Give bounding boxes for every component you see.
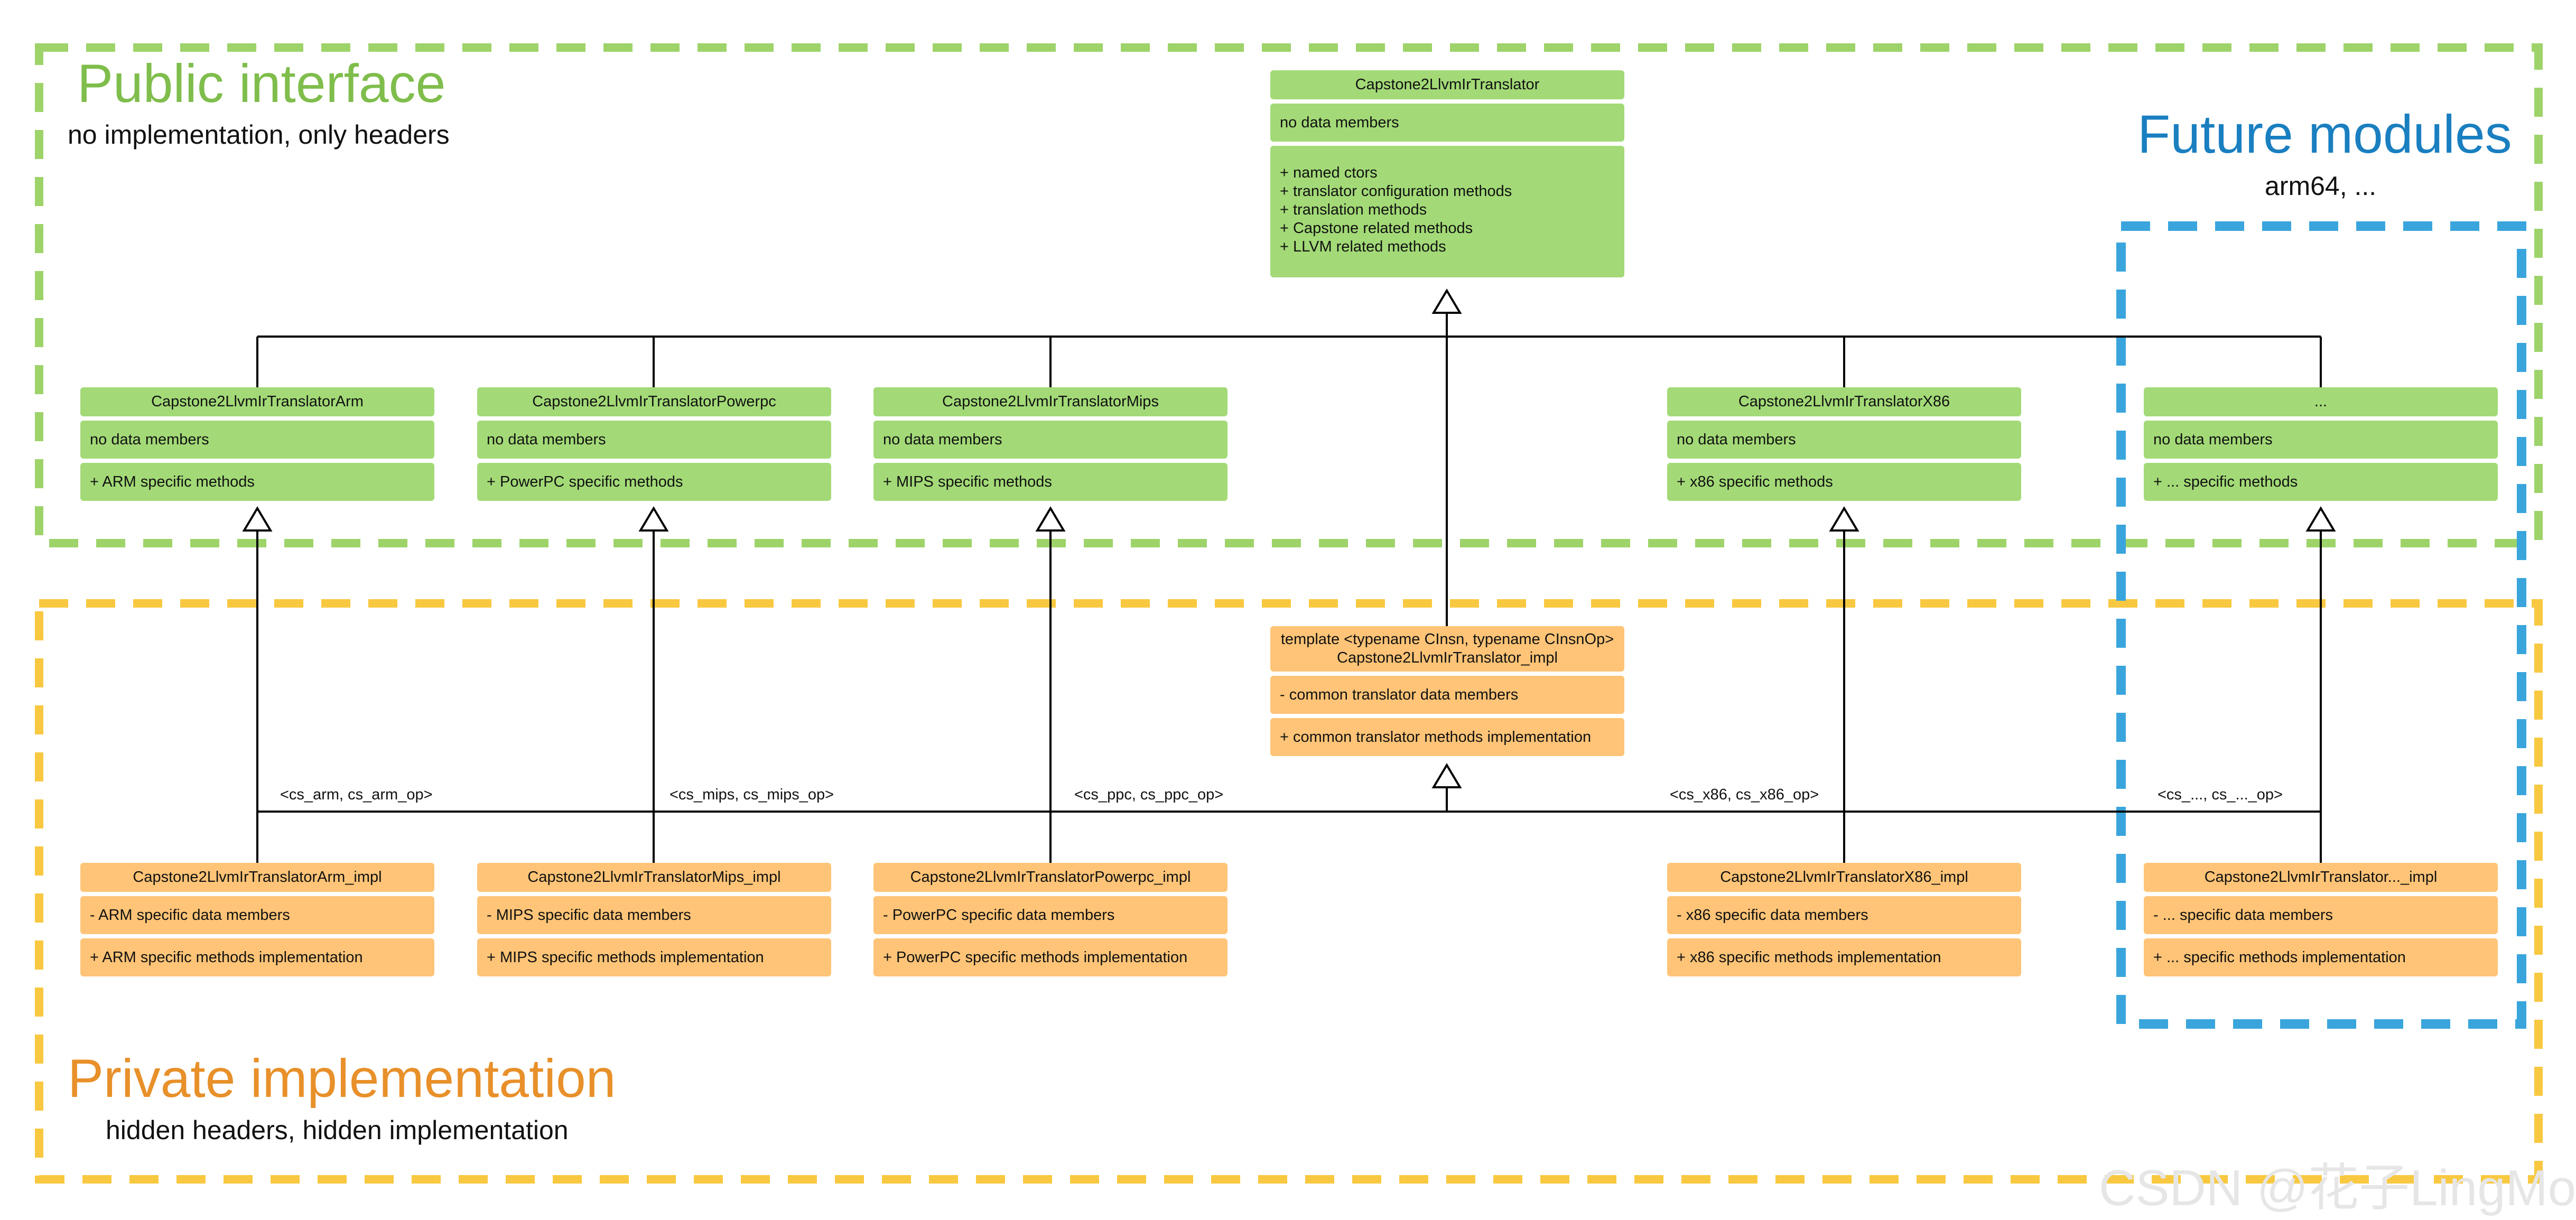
class-translator-arm-impl[interactable]: Capstone2LlvmIrTranslatorArm_impl - ARM … — [80, 863, 434, 981]
class-translator-mips[interactable]: Capstone2LlvmIrTranslatorMips no data me… — [873, 387, 1227, 505]
class-translator-x86[interactable]: Capstone2LlvmIrTranslatorX86 no data mem… — [1667, 387, 2021, 505]
class-operations: + x86 specific methods — [1667, 463, 2021, 501]
class-operations: + ... specific methods — [2144, 463, 2498, 501]
public-interface-subtitle: no implementation, only headers — [68, 120, 450, 150]
operation: + translation methods — [1280, 201, 1427, 218]
class-attributes: - PowerPC specific data members — [873, 896, 1227, 934]
class-operations: + ARM specific methods — [80, 463, 434, 501]
class-name: ... — [2144, 387, 2498, 416]
watermark: CSDN @花子LingMo — [2099, 1160, 2576, 1216]
class-attributes: no data members — [80, 421, 434, 459]
class-name: Capstone2LlvmIrTranslatorPowerpc — [477, 387, 831, 416]
class-operations: + MIPS specific methods implementation — [477, 938, 831, 976]
class-attributes: - ARM specific data members — [80, 896, 434, 934]
future-modules-frame — [2116, 221, 2526, 1029]
class-operations: + x86 specific methods implementation — [1667, 938, 2021, 976]
future-modules-subtitle: arm64, ... — [2265, 171, 2377, 201]
class-operations: + PowerPC specific methods implementatio… — [873, 938, 1227, 976]
template-param-other: <cs_..., cs_..._op> — [2157, 786, 2283, 803]
class-attributes: no data members — [477, 421, 831, 459]
class-translator-other[interactable]: ... no data members + ... specific metho… — [2144, 387, 2498, 505]
class-translator-x86-impl[interactable]: Capstone2LlvmIrTranslatorX86_impl - x86 … — [1667, 863, 2021, 981]
class-name: Capstone2LlvmIrTranslator..._impl — [2144, 863, 2498, 892]
class-translator-arm[interactable]: Capstone2LlvmIrTranslatorArm no data mem… — [80, 387, 434, 505]
class-translator-other-impl[interactable]: Capstone2LlvmIrTranslator..._impl - ... … — [2144, 863, 2498, 981]
class-name: template <typename CInsn, typename CInsn… — [1270, 626, 1624, 672]
class-attributes: no data members — [2144, 421, 2498, 459]
class-name-text: Capstone2LlvmIrTranslator_impl — [1337, 649, 1558, 666]
future-modules-title: Future modules — [2137, 104, 2512, 164]
class-operations: + MIPS specific methods — [873, 463, 1227, 501]
class-name: Capstone2LlvmIrTranslator — [1270, 70, 1624, 99]
class-attributes: no data members — [873, 421, 1227, 459]
operation: + Capstone related methods — [1280, 220, 1473, 237]
class-attributes: - x86 specific data members — [1667, 896, 2021, 934]
class-name: Capstone2LlvmIrTranslatorArm — [80, 387, 434, 416]
template-param-ppc: <cs_ppc, cs_ppc_op> — [1074, 786, 1224, 803]
class-attributes: - common translator data members — [1270, 676, 1624, 714]
generalization-lines — [256, 313, 2322, 863]
class-name: Capstone2LlvmIrTranslatorArm_impl — [80, 863, 434, 892]
class-translator-mips-impl[interactable]: Capstone2LlvmIrTranslatorMips_impl - MIP… — [477, 863, 831, 981]
class-name: Capstone2LlvmIrTranslatorMips — [873, 387, 1227, 416]
template-param-x86: <cs_x86, cs_x86_op> — [1670, 786, 1819, 803]
class-attributes: no data members — [1270, 104, 1624, 142]
class-attributes: - MIPS specific data members — [477, 896, 831, 934]
template-param-arm: <cs_arm, cs_arm_op> — [280, 786, 433, 803]
operation: + named ctors — [1280, 164, 1378, 181]
operation: + translator configuration methods — [1280, 183, 1512, 200]
class-operations: + ARM specific methods implementation — [80, 938, 434, 976]
template-param-mips: <cs_mips, cs_mips_op> — [669, 786, 834, 803]
public-interface-title: Public interface — [77, 53, 446, 114]
class-attributes: no data members — [1667, 421, 2021, 459]
class-operations: + common translator methods implementati… — [1270, 718, 1624, 756]
class-name: Capstone2LlvmIrTranslatorX86 — [1667, 387, 2021, 416]
private-implementation-frame — [35, 599, 2543, 1184]
class-name: Capstone2LlvmIrTranslatorX86_impl — [1667, 863, 2021, 892]
class-attributes: - ... specific data members — [2144, 896, 2498, 934]
class-operations: + PowerPC specific methods — [477, 463, 831, 501]
inheritance-arrowheads — [242, 288, 2336, 788]
public-interface-frame — [35, 43, 2543, 547]
private-implementation-title: Private implementation — [68, 1048, 616, 1109]
private-implementation-subtitle: hidden headers, hidden implementation — [106, 1115, 569, 1145]
class-name: Capstone2LlvmIrTranslatorPowerpc_impl — [873, 863, 1227, 892]
class-template-signature: template <typename CInsn, typename CInsn… — [1280, 631, 1614, 648]
class-operations: + ... specific methods implementation — [2144, 938, 2498, 976]
class-operations: + named ctors + translator configuration… — [1270, 146, 1624, 277]
operation: + LLVM related methods — [1280, 238, 1446, 255]
class-translator-powerpc[interactable]: Capstone2LlvmIrTranslatorPowerpc no data… — [477, 387, 831, 505]
class-capstone2llvmirtranslator[interactable]: Capstone2LlvmIrTranslator no data member… — [1270, 70, 1624, 282]
class-translator-impl[interactable]: template <typename CInsn, typename CInsn… — [1270, 626, 1624, 760]
class-name: Capstone2LlvmIrTranslatorMips_impl — [477, 863, 831, 892]
class-translator-powerpc-impl[interactable]: Capstone2LlvmIrTranslatorPowerpc_impl - … — [873, 863, 1227, 981]
